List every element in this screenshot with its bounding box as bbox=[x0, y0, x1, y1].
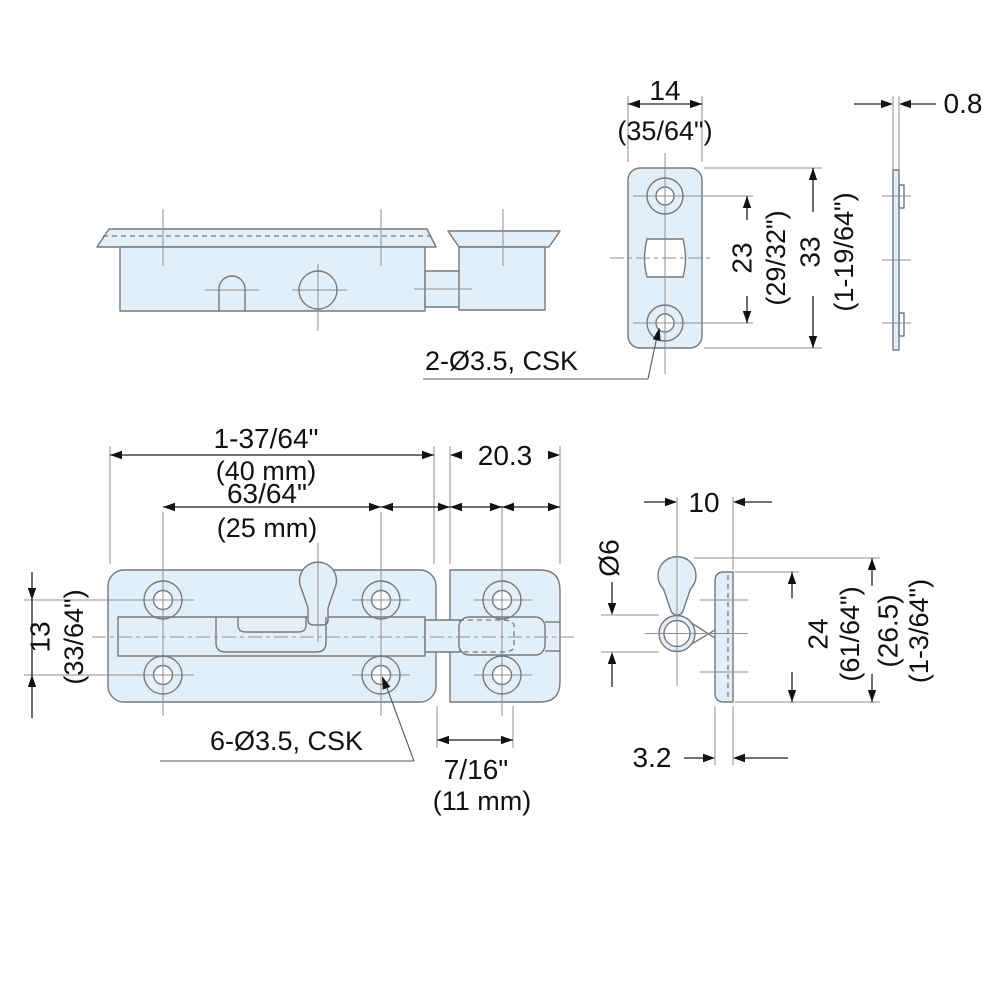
dim-strike-height-mm: 33 bbox=[794, 236, 825, 267]
dim-strike-height-in: (1-19/64") bbox=[829, 192, 859, 311]
bolt-tip-hidden bbox=[459, 619, 515, 653]
dim-row-pitch-mm: 13 bbox=[24, 621, 55, 652]
dim-hole-pitch-in: 63/64" bbox=[227, 478, 307, 509]
bolt-front-view bbox=[24, 506, 577, 716]
bolt-front-dimensions: 1-37/64" (40 mm) 20.3 63/64" (25 mm) 13 … bbox=[24, 423, 561, 816]
dim-plate-thickness: 3.2 bbox=[633, 742, 672, 773]
dim-bolt-length-in: 1-37/64" bbox=[214, 423, 319, 454]
dim-overall-height-mm: (26.5) bbox=[872, 594, 903, 667]
dim-end-height-mm: 24 bbox=[802, 618, 833, 649]
strike-centerlines bbox=[610, 153, 753, 374]
strike-dimensions: 14 (35/64") 23 (29/32") 33 (1-19/64") 0.… bbox=[423, 75, 983, 380]
strike-holes-note: 2-Ø3.5, CSK bbox=[425, 346, 578, 376]
strike-hole-bottom bbox=[646, 304, 684, 342]
strike-plate-edge-view bbox=[882, 96, 911, 351]
bolt-side-body bbox=[119, 246, 426, 312]
strike-plate-front-view bbox=[610, 153, 753, 374]
bolt-end-centerlines bbox=[645, 497, 748, 686]
dim-throw-mm: (11 mm) bbox=[433, 786, 532, 816]
bolt-end-view bbox=[645, 497, 748, 703]
dim-knob-diameter: Ø6 bbox=[593, 539, 624, 576]
bolt-end-plate bbox=[714, 571, 734, 703]
dim-strike-pitch-mm: 23 bbox=[726, 242, 757, 273]
bolt-rod bbox=[424, 619, 461, 653]
dim-strike-width-mm: 14 bbox=[649, 75, 680, 106]
dim-end-height-in: (61/64") bbox=[835, 586, 865, 681]
handle-slot-lip bbox=[237, 617, 307, 633]
dim-knob-offset: 10 bbox=[688, 487, 719, 518]
knob-shaft-circle bbox=[298, 270, 338, 310]
dim-strike-width-in: (35/64") bbox=[617, 116, 712, 146]
keeper-side-body bbox=[458, 246, 546, 311]
dim-row-pitch-in: (33/64") bbox=[59, 589, 89, 684]
bolt-side-centerlines bbox=[162, 209, 504, 331]
bolt-end-dimensions: 10 Ø6 24 (61/64") (26.5) (1-3/64") 3.2 bbox=[593, 487, 934, 773]
bolt-front-centerlines bbox=[24, 506, 577, 716]
handle-slot bbox=[215, 617, 327, 653]
bolt-side-flange bbox=[96, 228, 437, 248]
keeper-side-flange bbox=[447, 230, 561, 248]
dim-throw-in: 7/16" bbox=[444, 754, 508, 785]
dim-strike-pitch-in: (29/32") bbox=[761, 210, 791, 305]
dim-strike-thickness: 0.8 bbox=[944, 88, 983, 119]
strike-hole-top bbox=[646, 177, 684, 215]
dim-bolt-length-mm: (40 mm) bbox=[216, 456, 317, 486]
dim-overall-height-in: (1-3/64") bbox=[904, 579, 934, 683]
dim-keeper-width: 20.3 bbox=[478, 440, 533, 471]
dim-hole-pitch-mm: (25 mm) bbox=[217, 513, 318, 543]
spring-detent-arch bbox=[218, 275, 246, 311]
bolt-holes-note: 6-Ø3.5, CSK bbox=[210, 726, 363, 756]
bolt-side-view bbox=[96, 209, 561, 331]
